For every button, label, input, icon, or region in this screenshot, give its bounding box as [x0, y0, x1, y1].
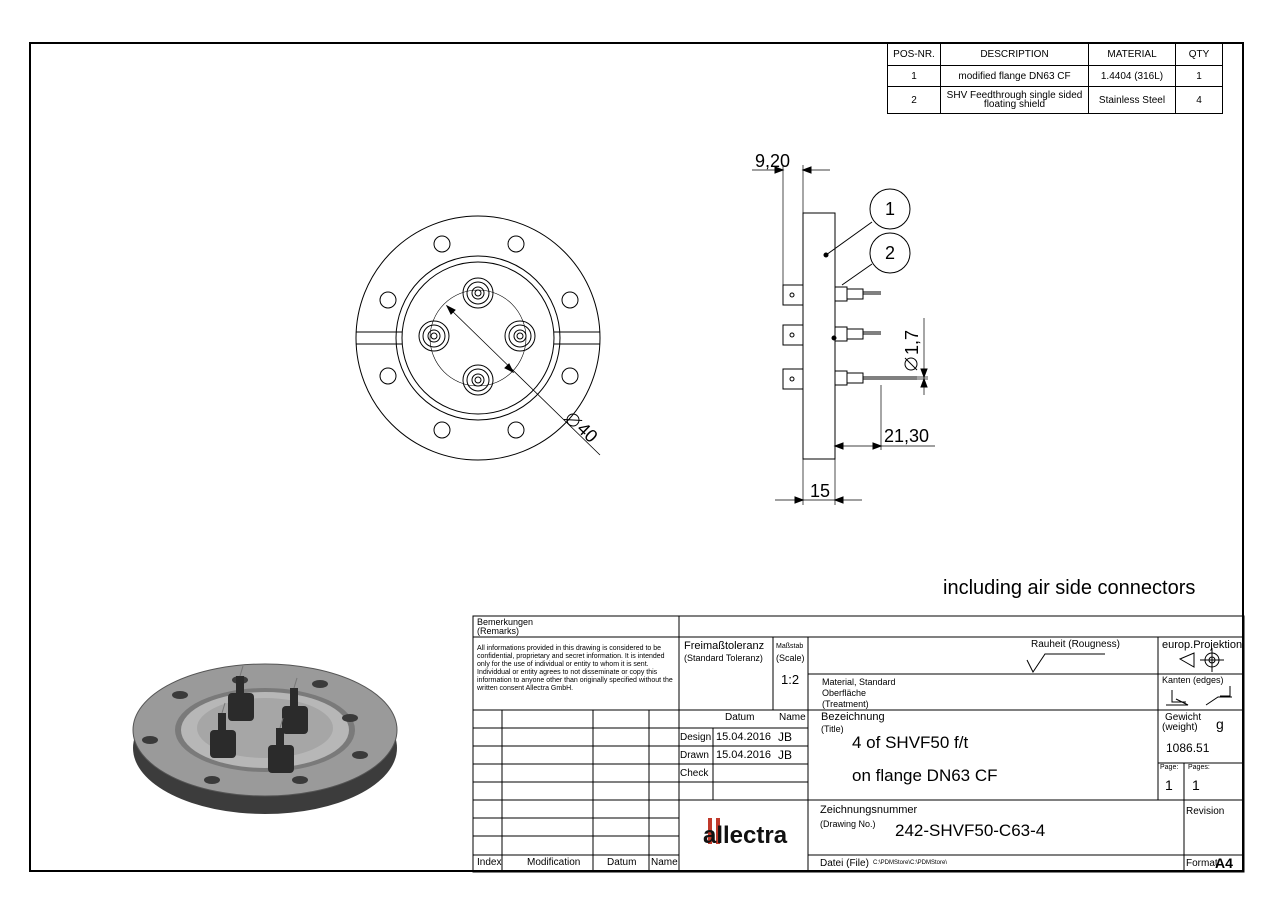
- balloon-1: 1: [885, 199, 895, 219]
- diameter-dimension: 40: [563, 413, 602, 447]
- check-label: Check: [680, 768, 709, 779]
- weight-unit: g: [1216, 716, 1224, 732]
- title-block-grid: [472, 615, 1245, 873]
- flange-side-view: [752, 165, 935, 505]
- roughness-label: Rauheit (Rougness): [1031, 639, 1120, 650]
- datum-label: Datum: [725, 712, 755, 723]
- file-label: Datei (File): [820, 858, 869, 869]
- feedthrough-bottom: [462, 364, 494, 396]
- pages-value: 1: [1192, 777, 1200, 793]
- page-value: 1: [1165, 777, 1173, 793]
- modification-label: Modification: [527, 857, 581, 868]
- balloon-2: 2: [885, 243, 895, 263]
- parts-list-row: 1 modified flange DN63 CF 1.4404 (316L) …: [887, 65, 1223, 87]
- scale-label-en: (Scale): [776, 653, 805, 663]
- title-line-2: on flange DN63 CF: [852, 766, 998, 785]
- design-name: JB: [778, 730, 793, 744]
- cell-qty: 4: [1175, 86, 1223, 114]
- parts-list-header: POS-NR. DESCRIPTION MATERIAL QTY: [887, 43, 1223, 66]
- projection-label: europ.Projektion: [1162, 639, 1243, 651]
- title-label-en: (Title): [821, 724, 844, 734]
- pages-label: Pages:: [1188, 764, 1210, 771]
- revision-datum-label: Datum: [607, 857, 637, 868]
- material-label: Material, Standard: [822, 677, 896, 687]
- dim-pin-length: 21,30: [884, 426, 929, 446]
- drawing-no-label-en: (Drawing No.): [820, 819, 876, 829]
- design-date: 15.04.2016: [716, 731, 772, 743]
- parts-list-row: 2 SHV Feedthrough single sided floating …: [887, 86, 1223, 114]
- cell-material: Stainless Steel: [1088, 86, 1176, 114]
- drawn-label: Drawn: [680, 750, 709, 761]
- tolerance-label-en: (Standard Toleranz): [684, 653, 763, 663]
- feedthrough-top: [462, 277, 494, 309]
- tolerance-label: Freimaßtoleranz: [684, 640, 765, 652]
- drawing-no-label: Zeichnungsnummer: [820, 804, 918, 816]
- remarks-label-en: (Remarks): [477, 626, 519, 636]
- diameter-value: 40: [573, 418, 601, 446]
- name-label: Name: [779, 712, 806, 723]
- revision-name-label: Name: [651, 857, 678, 868]
- scale-label: Maßstab: [776, 643, 804, 650]
- flange-front-view: [355, 215, 601, 461]
- index-label: Index: [477, 857, 502, 868]
- scale-value: 1:2: [781, 672, 800, 687]
- feedthrough-right: [504, 320, 536, 352]
- dim-thickness: 15: [810, 481, 830, 501]
- edges-label: Kanten (edges): [1162, 675, 1224, 685]
- cell-pos: 2: [887, 86, 941, 114]
- file-path: C:\PDMStore\C:\PDMStore\: [873, 860, 948, 866]
- weight-label-en: (weight): [1162, 722, 1198, 733]
- revision-label: Revision: [1186, 806, 1225, 817]
- weight-label: Gewicht: [1165, 712, 1202, 723]
- designation-label: Bezeichnung: [821, 711, 885, 723]
- surface-label: Oberfläche: [822, 688, 867, 698]
- dim-top-offset: 9,20: [755, 151, 790, 171]
- title-line-1: 4 of SHVF50 f/t: [852, 733, 969, 752]
- disclaimer-text: All informations provided in this drawin…: [477, 645, 673, 692]
- dim-pin-diameter: 1,7: [902, 330, 922, 355]
- drawing-sheet-border: [29, 42, 1244, 872]
- drawn-date: 15.04.2016: [716, 749, 772, 761]
- format-label: Format: [1186, 858, 1218, 869]
- flange-3d-view: [132, 663, 398, 814]
- design-label: Design: [680, 732, 712, 743]
- allectra-logo: [708, 818, 720, 844]
- cell-description: SHV Feedthrough single sided floating sh…: [940, 86, 1089, 114]
- format-value: A4: [1215, 855, 1233, 871]
- note-air-side: including air side connectors: [943, 577, 1196, 599]
- parts-list-table: POS-NR. DESCRIPTION MATERIAL QTY 1 modif…: [887, 43, 1223, 114]
- logo-text: allectra: [703, 822, 788, 849]
- weight-value: 1086.51: [1166, 741, 1210, 755]
- drawn-name: JB: [778, 748, 793, 762]
- treatment-label: (Treatment): [822, 699, 869, 709]
- feedthrough-left: [418, 320, 450, 352]
- drawing-number: 242-SHVF50-C63-4: [895, 821, 1046, 840]
- remarks-label: Bemerkungen: [477, 617, 534, 627]
- dim-pin-diameter-group: 1,7: [902, 330, 922, 371]
- page-label: Page:: [1160, 764, 1179, 771]
